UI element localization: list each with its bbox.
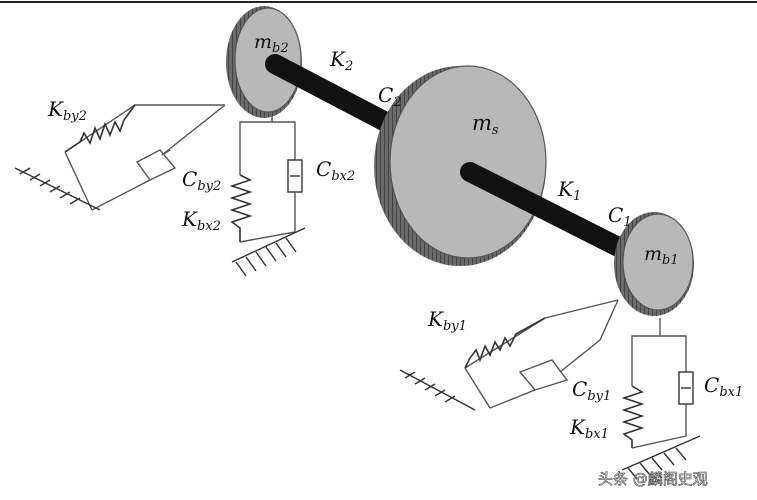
- label-cbx1: Cbx1: [704, 373, 743, 400]
- label-kby1: Kby1: [427, 307, 467, 334]
- damper-cby1: [489, 359, 569, 409]
- label-cbx2: Cbx2: [316, 157, 355, 184]
- damper-cbx1: [631, 371, 694, 449]
- shaft-segment-1: [460, 162, 650, 268]
- label-mb1: mb1: [644, 243, 679, 268]
- spring-kbx2: [229, 174, 253, 242]
- label-kbx2: Kbx2: [181, 207, 221, 234]
- label-ms: ms: [472, 111, 499, 138]
- bearing-support-2: [14, 104, 306, 277]
- spring-kby1: [464, 317, 546, 369]
- label-cby2: Cby2: [182, 167, 221, 194]
- label-c1: C1: [608, 203, 632, 230]
- label-kby2: Kby2: [47, 97, 87, 124]
- label-cby1: Cby1: [572, 377, 611, 404]
- spring-kbx1: [621, 385, 645, 448]
- label-c2: C2: [378, 83, 402, 110]
- bearing-disc-1: [614, 212, 694, 316]
- label-k2: K2: [329, 47, 353, 74]
- ground-x1: [621, 435, 701, 481]
- spring-kby2: [64, 104, 136, 153]
- main-disc: [374, 65, 547, 266]
- damper-cbx2: [239, 159, 303, 243]
- ground-y2: [14, 167, 101, 211]
- damper-cby2: [91, 149, 177, 211]
- ground-x2: [231, 227, 306, 277]
- ground-y1: [399, 369, 476, 411]
- bearing-support-1: [399, 299, 701, 481]
- watermark: 头条 @麟阁史观: [598, 470, 708, 488]
- label-k1: K1: [557, 177, 581, 204]
- label-kbx1: Kbx1: [569, 415, 609, 442]
- label-mb2: mb2: [254, 31, 289, 56]
